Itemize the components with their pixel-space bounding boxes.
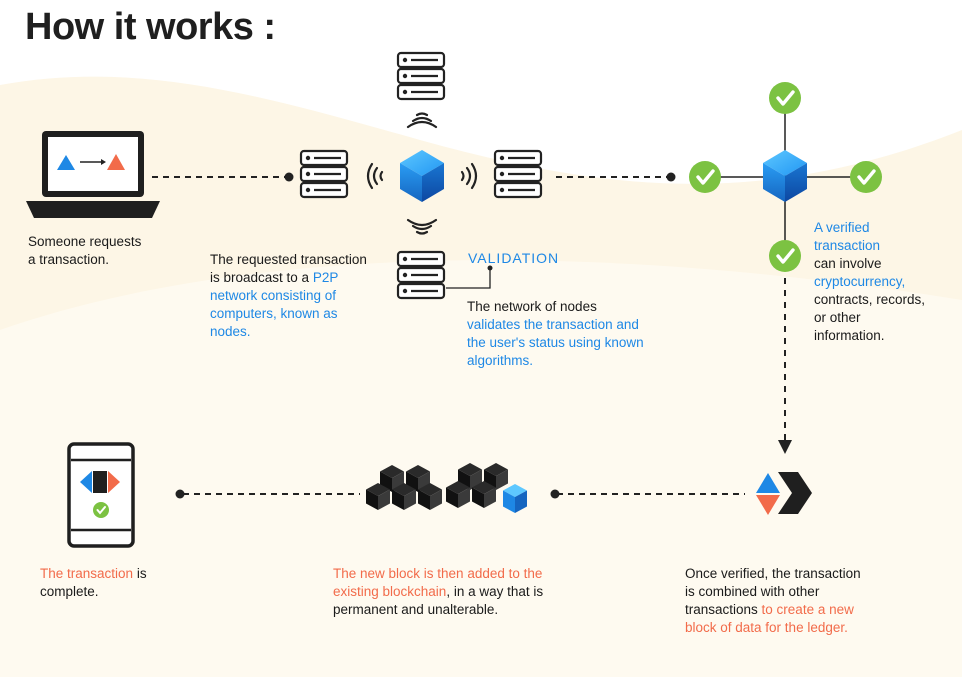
check-icon bbox=[687, 159, 723, 195]
step5-caption: Once verified, the transaction is combin… bbox=[685, 566, 861, 635]
wifi-icon bbox=[366, 112, 478, 235]
check-icon bbox=[848, 159, 884, 195]
step3-caption: The network of nodes validates the trans… bbox=[467, 299, 644, 368]
step1-caption: Someone requests a transaction. bbox=[28, 234, 142, 267]
validation-label: VALIDATION bbox=[468, 250, 560, 266]
server-icon bbox=[396, 250, 446, 300]
server-icon bbox=[493, 149, 543, 199]
step6-caption: The new block is then added to the exist… bbox=[333, 566, 544, 617]
laptop-icon bbox=[26, 131, 160, 218]
server-icon bbox=[299, 149, 349, 199]
page-title: How it works : bbox=[25, 6, 276, 48]
combine-icon bbox=[756, 472, 812, 515]
check-icon bbox=[767, 80, 803, 116]
blockchain-icon bbox=[366, 463, 527, 513]
tablet-icon bbox=[67, 442, 135, 548]
step2-caption: The requested transaction is broadcast t… bbox=[210, 252, 367, 339]
check-icon bbox=[767, 238, 803, 274]
step4-caption: A verified transaction can involve crypt… bbox=[814, 220, 926, 343]
server-icon bbox=[396, 51, 446, 101]
step7-caption: The transaction is complete. bbox=[40, 566, 147, 599]
